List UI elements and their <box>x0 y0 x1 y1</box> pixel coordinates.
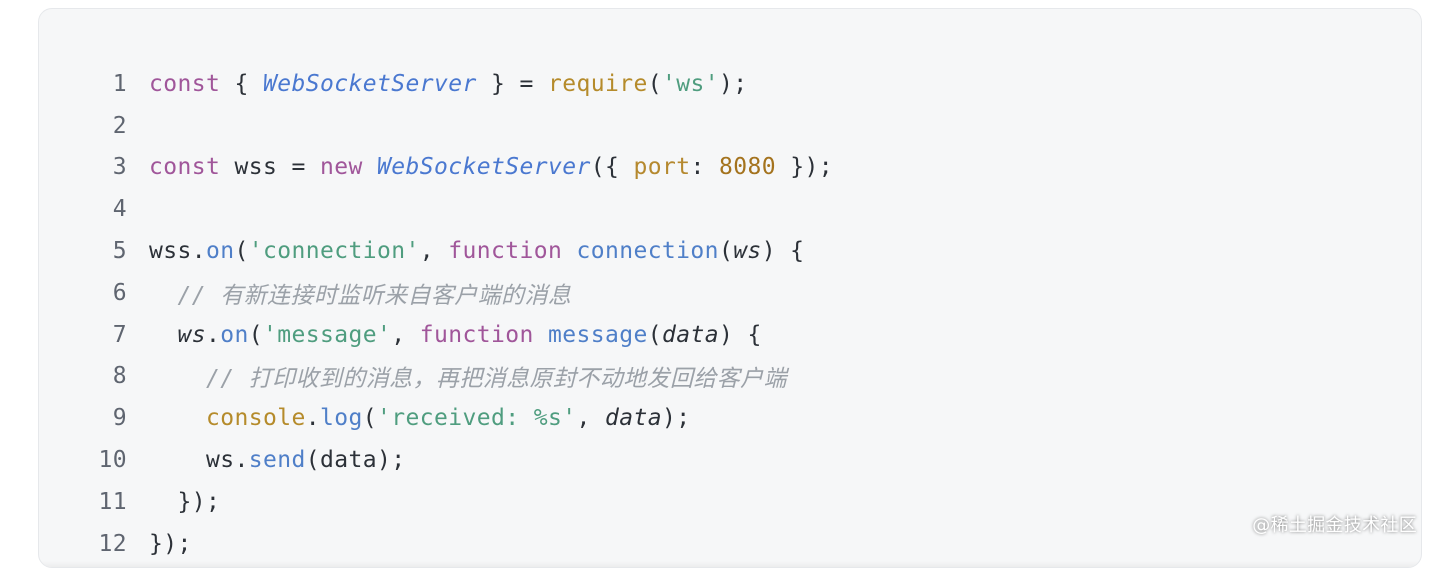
line-number: 11 <box>39 489 127 515</box>
code-token: // 打印收到的消息，再把消息原封不动地发回给客户端 <box>206 366 787 392</box>
code-token: (data); <box>306 447 406 473</box>
code-token <box>149 405 206 431</box>
line-number: 4 <box>39 196 127 222</box>
code-line: 4 <box>39 188 1421 230</box>
code-text: const wss = new WebSocketServer({ port: … <box>149 154 833 180</box>
code-token: wss = <box>220 154 320 180</box>
line-number: 12 <box>39 531 127 557</box>
code-token: , <box>576 405 605 431</box>
code-token: data <box>605 405 662 431</box>
code-token: , <box>391 322 420 348</box>
code-token: ws <box>733 238 762 264</box>
code-token: function <box>448 238 562 264</box>
code-text: const { WebSocketServer } = require('ws'… <box>149 71 747 97</box>
code-token: ( <box>648 322 662 348</box>
code-line: 6 // 有新连接时监听来自客户端的消息 <box>39 272 1421 314</box>
code-line: 7 ws.on('message', function message(data… <box>39 314 1421 356</box>
code-token: . <box>206 322 220 348</box>
code-token <box>363 154 377 180</box>
line-number: 7 <box>39 322 127 348</box>
code-token: : <box>690 154 719 180</box>
code-token: ({ <box>591 154 634 180</box>
code-line: 8 // 打印收到的消息，再把消息原封不动地发回给客户端 <box>39 356 1421 398</box>
code-line: 12}); <box>39 523 1421 565</box>
code-line: 3 const wss = new WebSocketServer({ port:… <box>39 147 1421 189</box>
code-token: on <box>206 238 235 264</box>
code-token: ) { <box>762 238 805 264</box>
code-token <box>562 238 576 264</box>
code-token: on <box>220 322 249 348</box>
code-token: 8080 <box>719 154 776 180</box>
code-token: ); <box>719 71 748 97</box>
code-token: const <box>149 71 220 97</box>
code-line: 1 const { WebSocketServer } = require('ws… <box>39 63 1421 105</box>
code-token: ( <box>648 71 662 97</box>
code-text: }); <box>149 531 192 557</box>
code-token: 'connection' <box>249 238 420 264</box>
line-number: 5 <box>39 238 127 264</box>
code-token: { <box>220 71 263 97</box>
watermark: @稀土掘金技术社区 <box>1252 511 1417 537</box>
code-line: 11 }); <box>39 481 1421 523</box>
line-number: 8 <box>39 363 127 389</box>
line-number: 6 <box>39 280 127 306</box>
line-number: 9 <box>39 405 127 431</box>
code-text: wss.on('connection', function connection… <box>149 238 804 264</box>
code-token: ( <box>363 405 377 431</box>
code-token: ( <box>249 322 263 348</box>
code-token <box>534 322 548 348</box>
line-number: 3 <box>39 154 127 180</box>
code-token: log <box>320 405 363 431</box>
bottom-fade <box>39 561 1421 567</box>
code-line: 10 ws.send(data); <box>39 439 1421 481</box>
code-token: ( <box>235 238 249 264</box>
code-token: 'message' <box>263 322 391 348</box>
code-line: 2 <box>39 105 1421 147</box>
code-token <box>149 366 206 392</box>
code-text: // 打印收到的消息，再把消息原封不动地发回给客户端 <box>149 359 787 393</box>
code-token: WebSocketServer <box>263 71 477 97</box>
code-text: // 有新连接时监听来自客户端的消息 <box>149 276 571 310</box>
line-number: 1 <box>39 71 127 97</box>
code-text: ws.on('message', function message(data) … <box>149 322 762 348</box>
code-token: const <box>149 154 220 180</box>
code-token: connection <box>576 238 718 264</box>
code-token: 'received: %s' <box>377 405 576 431</box>
code-token <box>149 322 178 348</box>
code-token <box>149 283 178 309</box>
line-number: 2 <box>39 113 127 139</box>
code-token: message <box>548 322 648 348</box>
code-token: }); <box>149 489 220 515</box>
code-token: function <box>420 322 534 348</box>
code-text: }); <box>149 489 220 515</box>
code-token: new <box>320 154 363 180</box>
code-token: ); <box>662 405 691 431</box>
code-token: ws. <box>149 447 249 473</box>
code-token: ) { <box>719 322 762 348</box>
code-text: ws.send(data); <box>149 447 405 473</box>
code-token: port <box>633 154 690 180</box>
code-token: }); <box>776 154 833 180</box>
code-token: wss. <box>149 238 206 264</box>
code-text: console.log('received: %s', data); <box>149 405 690 431</box>
line-number: 10 <box>39 447 127 473</box>
code-token: . <box>306 405 320 431</box>
code-token: ws <box>178 322 207 348</box>
code-token: } = <box>477 71 548 97</box>
code-token: 'ws' <box>662 71 719 97</box>
code-token: require <box>548 71 648 97</box>
code-token: data <box>662 322 719 348</box>
code-token: ( <box>719 238 733 264</box>
code-token: }); <box>149 531 192 557</box>
code-token: send <box>249 447 306 473</box>
code-token: console <box>206 405 306 431</box>
code-token: // 有新连接时监听来自客户端的消息 <box>178 283 572 309</box>
code-token: WebSocketServer <box>377 154 591 180</box>
code-line: 9 console.log('received: %s', data); <box>39 397 1421 439</box>
code-token: , <box>420 238 449 264</box>
